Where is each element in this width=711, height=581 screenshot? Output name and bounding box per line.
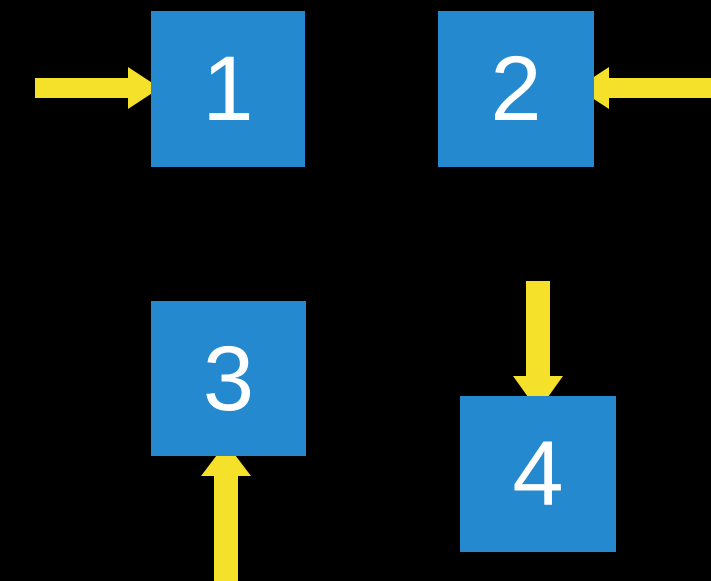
- node-box-2[interactable]: 2: [438, 11, 594, 167]
- arrow-up-icon: [201, 443, 251, 581]
- arrow-right-icon: [35, 67, 160, 109]
- node-box-1[interactable]: 1: [151, 11, 305, 167]
- node-label-3: 3: [202, 327, 255, 430]
- node-label-2: 2: [490, 38, 542, 140]
- node-box-3[interactable]: 3: [151, 301, 306, 456]
- arrow-up-into-node-3: [201, 443, 251, 581]
- node-box-4[interactable]: 4: [460, 396, 616, 552]
- arrow-left-icon: [577, 67, 711, 109]
- arrow-right-into-node-1: [35, 67, 160, 109]
- arrow-down-into-node-4: [513, 281, 563, 411]
- node-label-1: 1: [202, 38, 254, 140]
- arrow-down-icon: [513, 281, 563, 411]
- node-label-4: 4: [512, 423, 564, 525]
- arrow-left-into-node-2: [577, 67, 711, 109]
